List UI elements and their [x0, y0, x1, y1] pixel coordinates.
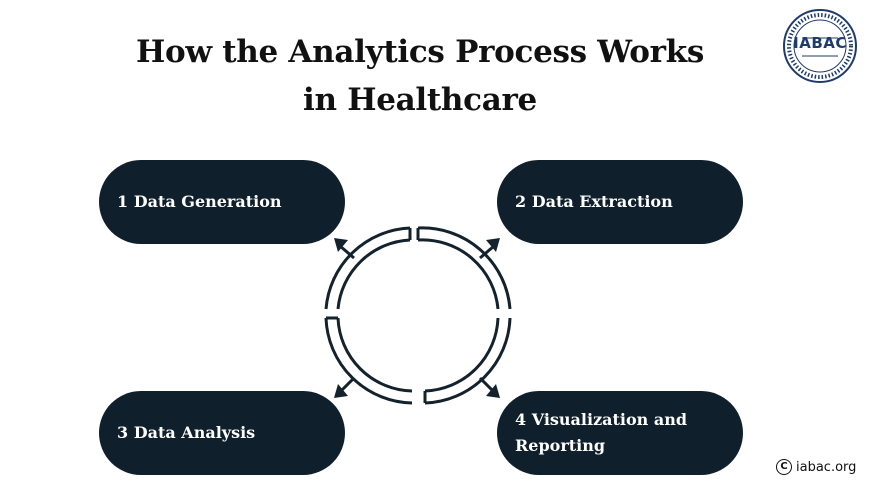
arrow-shaft-bottom-right [478, 376, 496, 394]
step-label: 4 Visualization and Reporting [515, 410, 688, 455]
step-pill-data-extraction: 2 Data Extraction [497, 160, 743, 244]
copyright-icon: C [776, 459, 792, 475]
cycle-arc-top-left [324, 226, 411, 310]
cycle-arc-bottom-right [424, 317, 512, 405]
arrow-shaft-top-right [479, 244, 495, 260]
cycle-arc-top-right [417, 226, 512, 310]
page-title: How the Analytics Process Works in Healt… [135, 34, 705, 118]
arrow-shaft-bottom-left [338, 376, 356, 394]
logo-seal-icon [783, 9, 857, 83]
arrow-shaft-top-left [339, 244, 355, 260]
cycle-arc-top-right-inner [417, 238, 500, 310]
step-label: 1 Data Generation [117, 192, 282, 211]
cycle-arc-bottom-right-inner [424, 317, 500, 393]
source-credit: C iabac.org [776, 459, 856, 475]
credit-text: iabac.org [796, 459, 857, 475]
logo-text: IABAC [793, 34, 847, 52]
step-pill-visualization-reporting: 4 Visualization and Reporting [497, 391, 743, 475]
iabac-logo: IABAC [782, 8, 858, 84]
step-label: 3 Data Analysis [117, 423, 256, 442]
cycle-arc-bottom-left-inner [336, 317, 413, 393]
step-pill-data-analysis: 3 Data Analysis [99, 391, 345, 475]
step-label: 2 Data Extraction [515, 192, 673, 211]
cycle-arc-top-left-inner [336, 238, 411, 310]
cycle-arc-bottom-left [324, 317, 413, 405]
step-pill-data-generation: 1 Data Generation [99, 160, 345, 244]
